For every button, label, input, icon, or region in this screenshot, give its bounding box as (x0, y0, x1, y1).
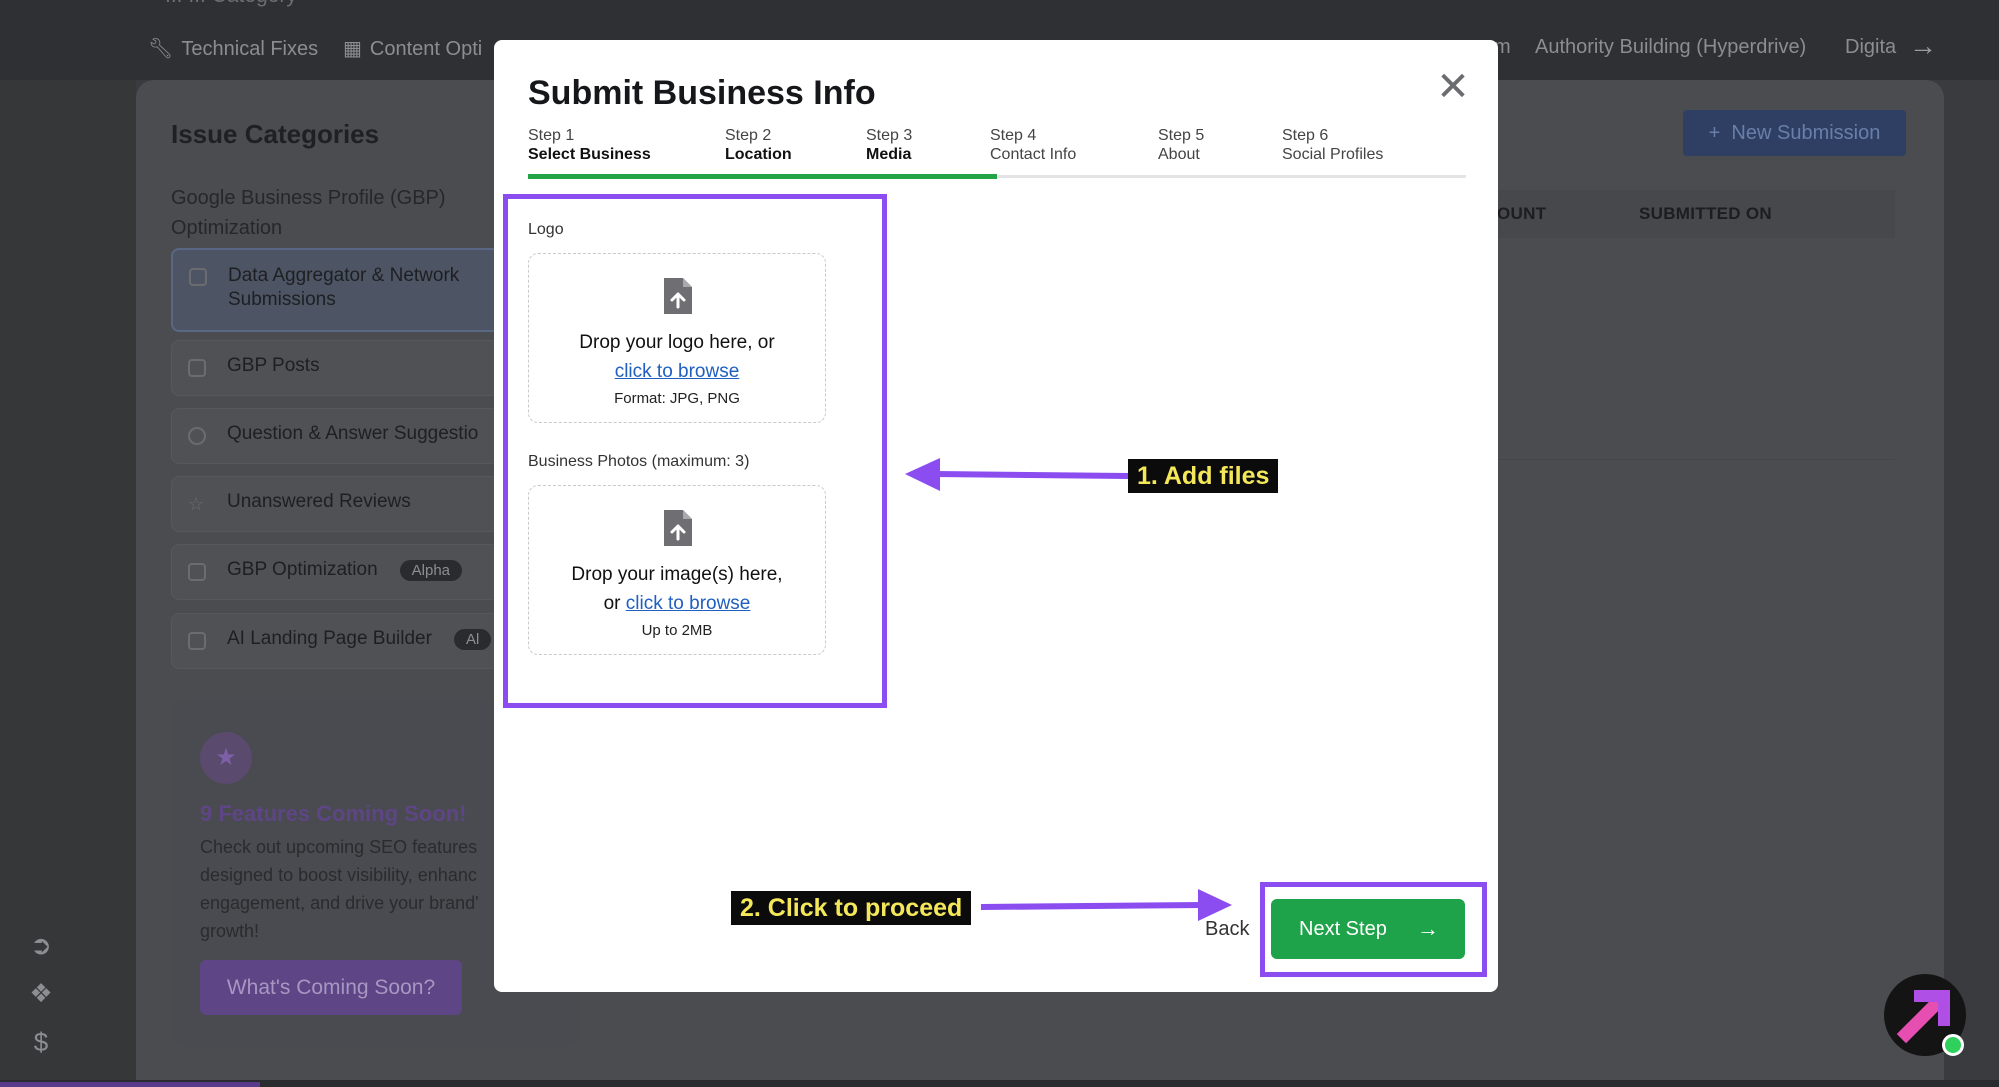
online-status-dot (1942, 1034, 1964, 1056)
question-icon (188, 427, 206, 445)
page-heading-partial: ... ... Category (165, 0, 297, 8)
alpha-badge: Alpha (399, 560, 463, 581)
step-1[interactable]: Step 1 Select Business (528, 127, 651, 163)
logo-label: Logo (528, 221, 564, 238)
document-icon (189, 268, 207, 286)
new-submission-button[interactable]: + New Submission (1683, 110, 1906, 156)
photos-browse-link[interactable]: click to browse (625, 593, 751, 614)
logo-browse-link[interactable]: click to browse (614, 361, 740, 382)
star-eyes-emoji-icon: ★ (200, 732, 252, 784)
step-3[interactable]: Step 3 Media (866, 127, 913, 163)
wrench-icon: 🔧︎ (148, 38, 174, 60)
add-files-highlight-box (503, 194, 887, 708)
cubes-icon[interactable]: ❖ (29, 978, 53, 1008)
category-unanswered-reviews[interactable]: ☆ Unanswered Reviews (171, 476, 501, 532)
whats-coming-soon-button[interactable]: What's Coming Soon? (200, 960, 462, 1015)
document-icon: ▦ (343, 38, 362, 60)
submissions-table (1480, 238, 1895, 460)
document-icon (188, 359, 206, 377)
modal-title: Submit Business Info (528, 74, 876, 112)
checkbox-icon (188, 632, 206, 650)
issue-categories-title: Issue Categories (171, 119, 380, 149)
category-gbp-posts[interactable]: GBP Posts (171, 340, 501, 396)
category-question-answer[interactable]: Question & Answer Suggestio (171, 408, 501, 464)
brand-logo[interactable] (1884, 974, 1966, 1056)
business-photos-label: Business Photos (maximum: 3) (528, 453, 750, 470)
star-icon: ☆ (188, 494, 205, 514)
bottom-accent (0, 1082, 260, 1087)
tab-content-optimization[interactable]: ▦Content Opti (343, 38, 483, 60)
photos-dropzone[interactable]: Drop your image(s) here, or click to bro… (528, 485, 826, 655)
promo-title: 9 Features Coming Soon! (200, 801, 467, 826)
checkbox-icon (188, 563, 206, 581)
step-2[interactable]: Step 2 Location (725, 127, 792, 163)
tab-digital[interactable]: Digita (1845, 36, 1897, 58)
next-step-button[interactable]: Next Step → (1271, 899, 1465, 959)
back-button[interactable]: Back (1205, 918, 1250, 940)
promo-text: Check out upcoming SEO features designed… (200, 837, 479, 941)
table-header (1480, 190, 1895, 238)
step-5[interactable]: Step 5 About (1158, 127, 1205, 163)
callout-click-to-proceed: 2. Click to proceed (731, 891, 972, 925)
file-upload-icon (664, 278, 692, 314)
left-rail (0, 80, 136, 1087)
category-data-aggregator[interactable]: Data Aggregator & Network Submissions (171, 248, 501, 332)
gbp-group-label: Google Business Profile (GBP) Optimizati… (171, 187, 446, 239)
column-header-count: OUNT (1497, 204, 1547, 223)
dollar-icon[interactable]: $ (33, 1027, 49, 1057)
column-header-submitted-on: SUBMITTED ON (1639, 204, 1772, 223)
step-4[interactable]: Step 4 Contact Info (990, 127, 1077, 163)
steps-progress-track (528, 175, 1466, 178)
tab-partial[interactable]: m (1494, 36, 1511, 58)
alpha-badge: Al (453, 629, 492, 650)
file-upload-icon (664, 510, 692, 546)
next-step-highlight-box (1260, 882, 1487, 977)
tab-authority-building[interactable]: Authority Building (Hyperdrive) (1535, 36, 1807, 58)
steps-progress-fill (528, 174, 997, 179)
rocket-icon[interactable]: ➲ (30, 930, 52, 960)
arrow-up-right-logo-icon (1896, 990, 1950, 1044)
tab-technical-fixes[interactable]: 🔧︎Technical Fixes (148, 38, 319, 60)
callout-add-files: 1. Add files (1128, 459, 1279, 493)
bottom-strip (0, 1080, 1999, 1087)
scroll-right-arrow-icon[interactable]: → (1909, 30, 1937, 61)
plus-icon: + (1708, 122, 1732, 144)
step-6[interactable]: Step 6 Social Profiles (1282, 127, 1384, 163)
logo-dropzone[interactable]: Drop your logo here, or click to browse … (528, 253, 826, 423)
close-icon[interactable]: ✕ (1436, 65, 1470, 109)
arrow-right-icon: → (1417, 916, 1439, 941)
